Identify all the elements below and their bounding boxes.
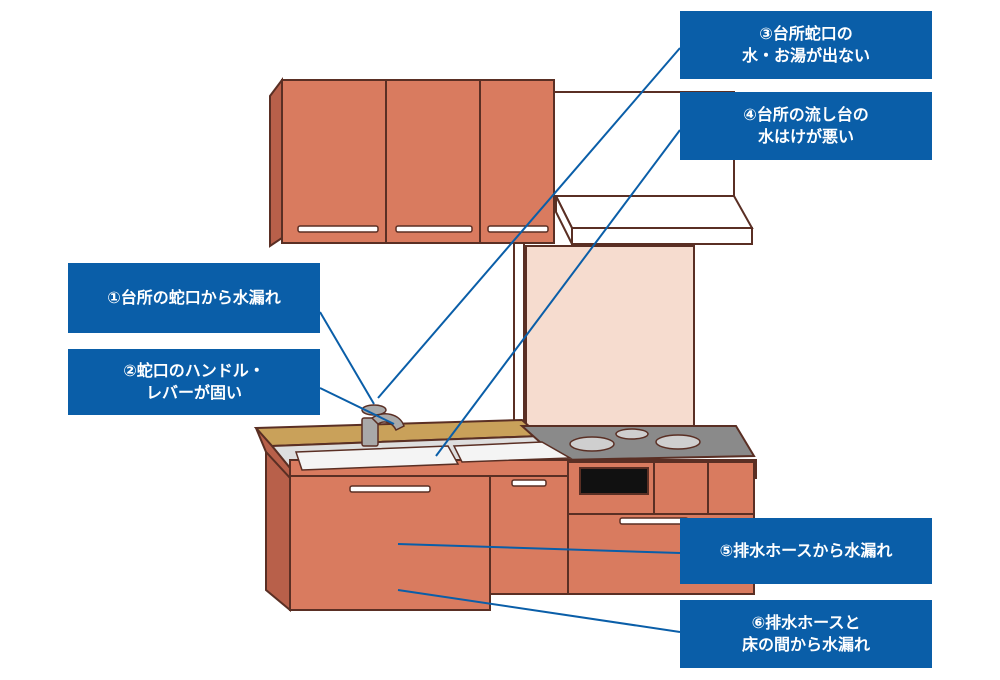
hood-side	[555, 195, 573, 245]
lower-handle-2	[511, 479, 547, 487]
hood-body	[554, 195, 754, 229]
sink-basin	[294, 445, 460, 471]
lower-cabinet-door-2	[489, 475, 569, 595]
leader-line-4	[435, 129, 681, 457]
upper-cabinet-door-1	[281, 79, 387, 244]
oven-window	[579, 467, 649, 495]
backsplash-panel	[525, 245, 695, 433]
leader-line-3	[377, 47, 681, 399]
lower-handle-3	[619, 517, 689, 525]
callout-floor-gap-leak: ⑥排水ホースと 床の間から水漏れ	[680, 600, 932, 668]
lower-cabinet-small-1	[653, 461, 709, 515]
callout-floor-gap-leak-text: ⑥排水ホースと 床の間から水漏れ	[741, 613, 870, 654]
cooktop	[569, 428, 701, 452]
upper-cabinet-door-2	[385, 79, 481, 244]
upper-cabinets	[269, 77, 555, 248]
leader-line-2	[319, 387, 395, 425]
callout-no-water: ③台所蛇口の 水・お湯が出ない	[680, 11, 932, 79]
sink	[294, 441, 573, 471]
leader-lines	[319, 47, 681, 633]
upper-handle-1	[297, 225, 379, 233]
callout-no-water-text: ③台所蛇口の 水・お湯が出ない	[741, 24, 870, 65]
lower-handle-1	[349, 485, 431, 493]
callout-poor-drainage: ④台所の流し台の 水はけが悪い	[680, 92, 932, 160]
wall-area	[513, 244, 695, 433]
upper-handle-2	[395, 225, 473, 233]
hood-bottom	[571, 227, 753, 245]
burner-center	[615, 428, 649, 440]
lower-cabinet-small-2	[707, 461, 755, 515]
burner-left	[569, 436, 615, 452]
callout-faucet-leak: ①台所の蛇口から水漏れ	[68, 263, 320, 333]
callout-stiff-handle: ②蛇口のハンドル・ レバーが固い	[68, 349, 320, 415]
faucet-body	[361, 417, 379, 447]
leader-line-6	[397, 589, 681, 633]
sink-basin-2	[452, 441, 573, 463]
leader-line-5	[397, 543, 681, 554]
burner-right	[655, 434, 701, 450]
upper-cabinet-door-3	[479, 79, 555, 244]
callout-poor-drainage-text: ④台所の流し台の 水はけが悪い	[743, 105, 869, 146]
lower-cabinet-side	[265, 449, 291, 613]
callout-drain-hose-leak: ⑤排水ホースから水漏れ	[680, 518, 932, 584]
callout-drain-hose-leak-text: ⑤排水ホースから水漏れ	[719, 541, 893, 560]
leader-line-1	[319, 311, 375, 405]
callout-stiff-handle-text: ②蛇口のハンドル・ レバーが固い	[123, 361, 265, 402]
upper-handle-3	[487, 225, 549, 233]
callout-faucet-leak-text: ①台所の蛇口から水漏れ	[107, 288, 281, 307]
lower-cabinet-door-1	[289, 475, 491, 611]
upper-cabinet-side	[269, 77, 283, 248]
